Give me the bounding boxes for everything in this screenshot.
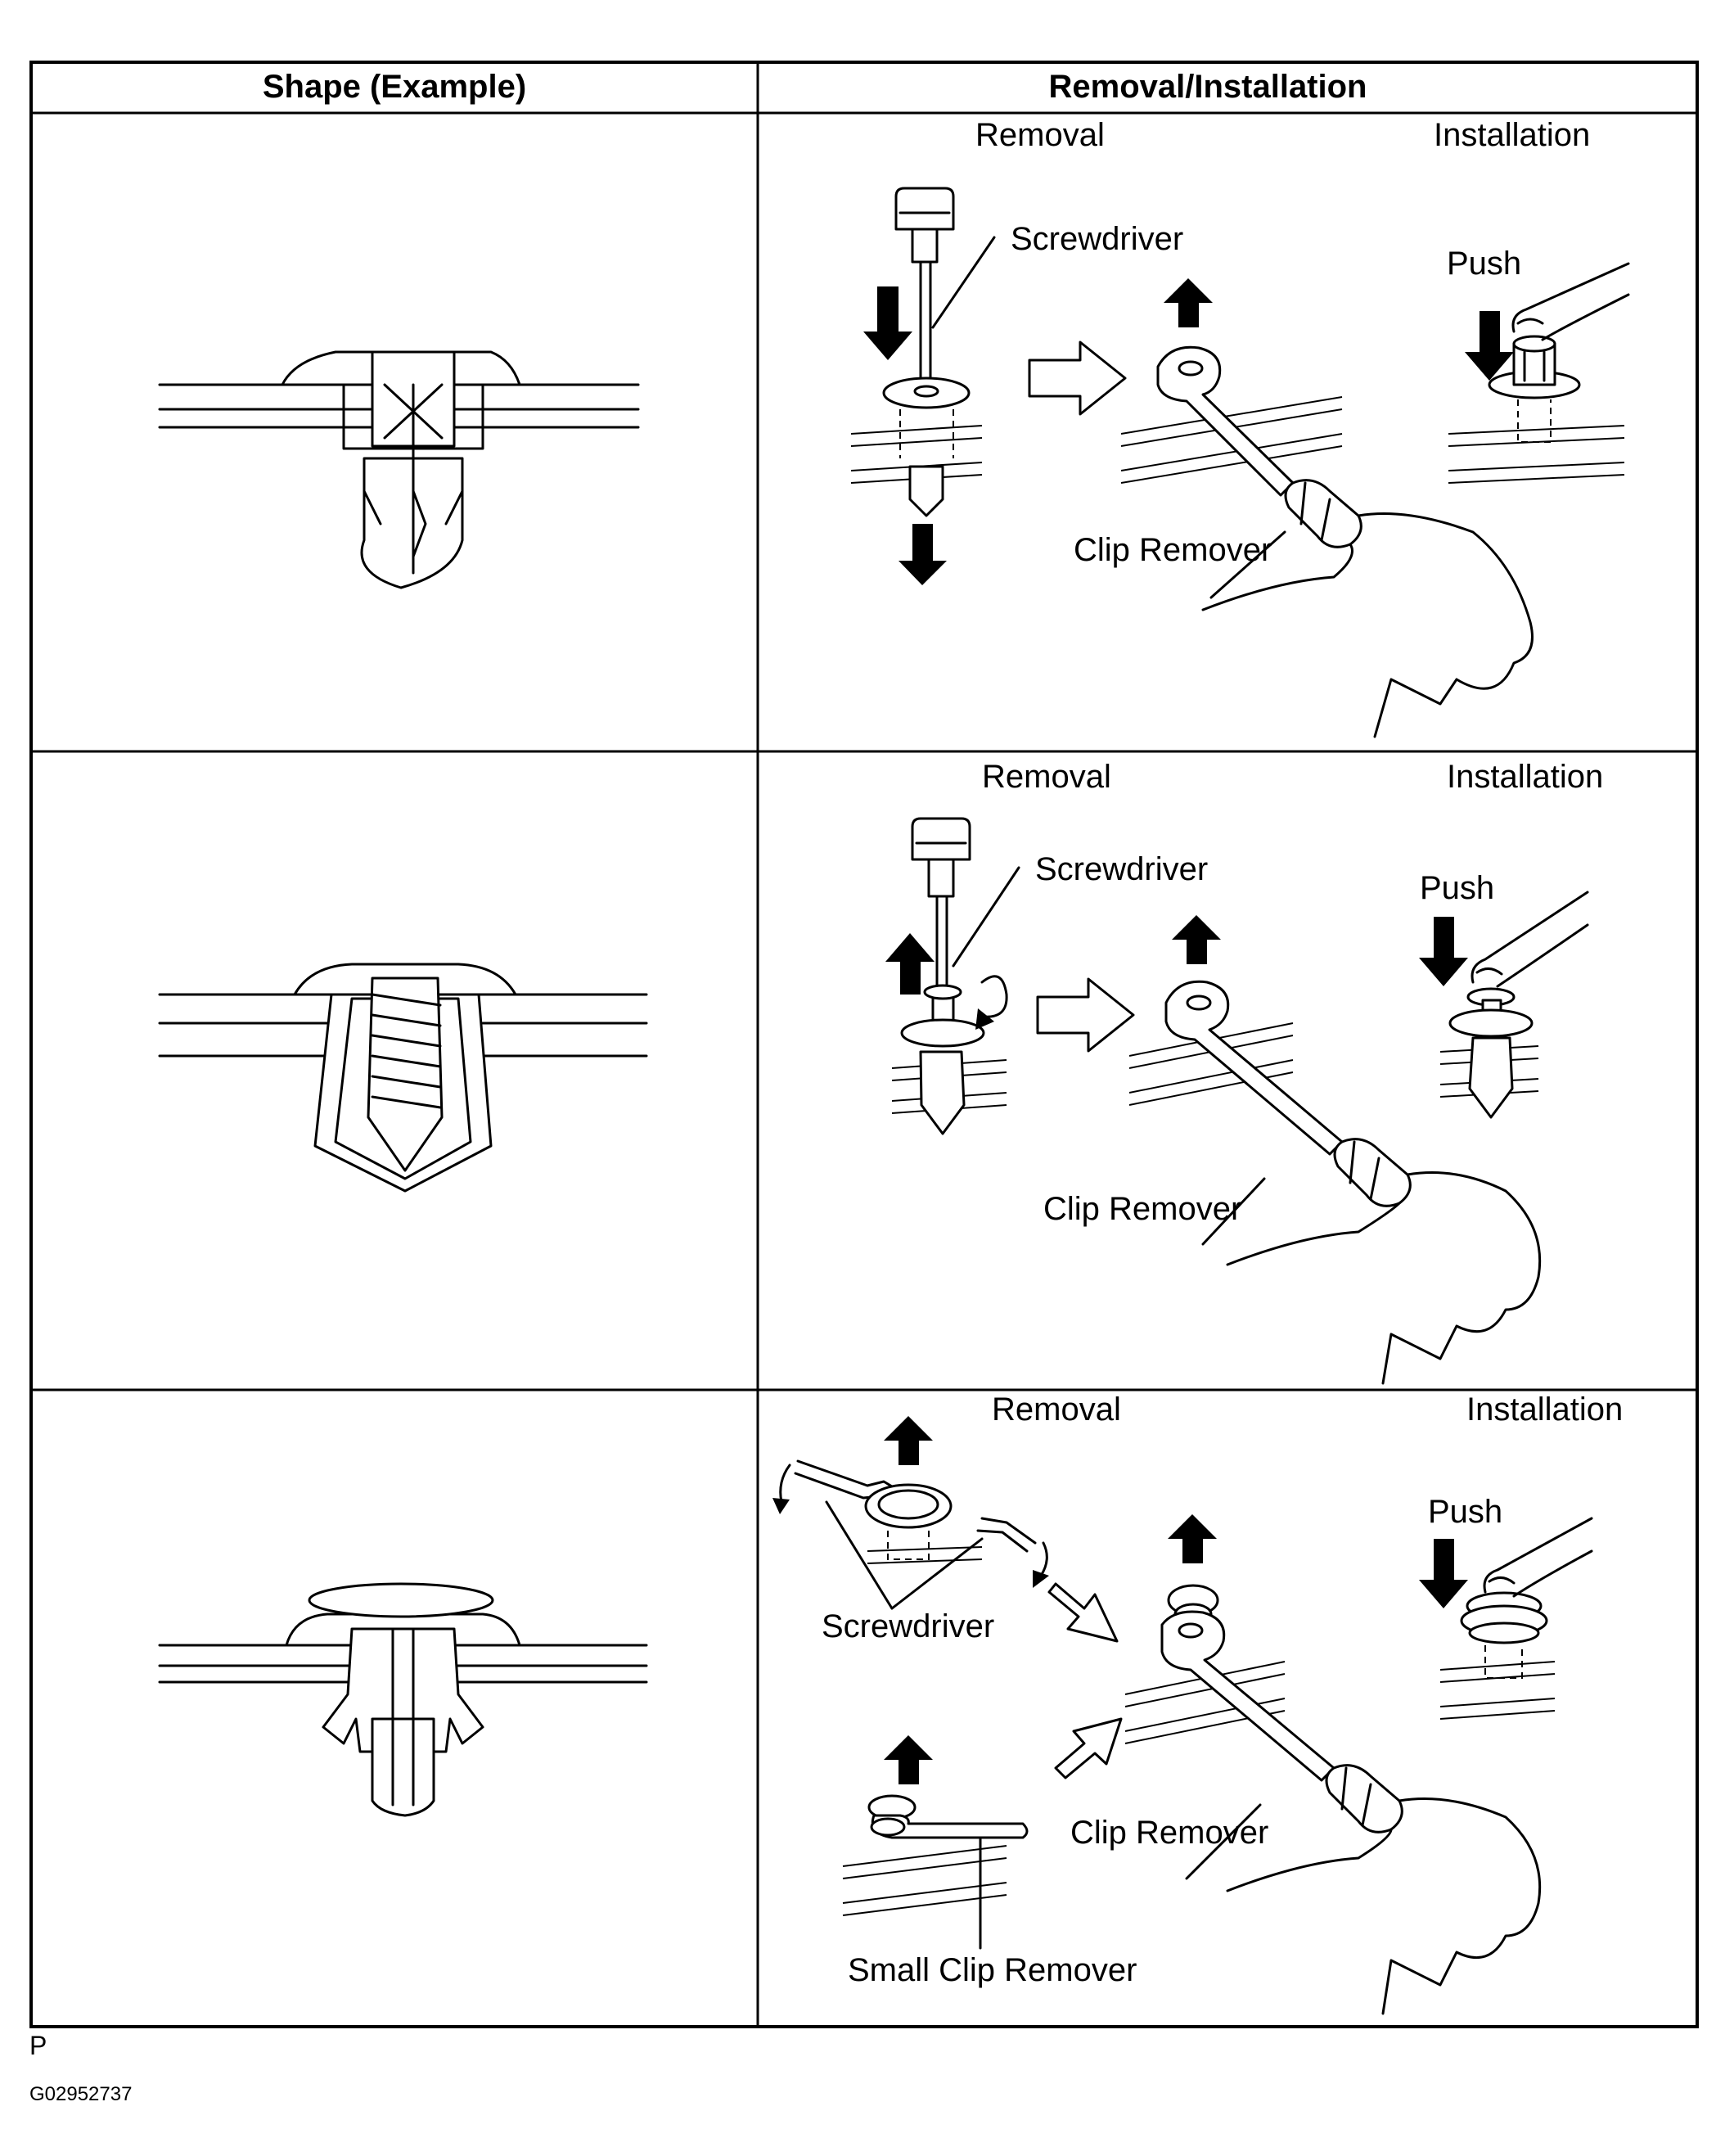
row3-push-label: Push <box>1428 1494 1502 1530</box>
footer-code: G02952737 <box>29 2083 132 2105</box>
row3-removal-step-two-screwdrivers <box>772 1416 1049 1610</box>
row1-clip-remover-label: Clip Remover <box>1074 532 1272 568</box>
clip-shape-1 <box>158 350 640 589</box>
row2-installation-step-push <box>1419 891 1589 1119</box>
row1-removal-step-screwdriver <box>850 187 996 585</box>
row2-removal-step-screwdriver <box>885 817 1020 1135</box>
row3-step-arrow-lower <box>1054 1717 1123 1779</box>
row1-removal-label: Removal <box>975 117 1105 153</box>
row2-removal-step-clip-remover <box>1128 915 1542 1385</box>
row2-push-label: Push <box>1420 870 1494 906</box>
header-shape: Shape (Example) <box>263 69 526 105</box>
row1-step-arrow <box>1028 341 1127 416</box>
row1-installation-label: Installation <box>1434 117 1590 153</box>
row1-removal-step-clip-remover <box>1120 278 1534 738</box>
row2-removal-label: Removal <box>982 759 1111 795</box>
row3-removal-label: Removal <box>992 1391 1121 1428</box>
table-grid <box>29 61 1699 2028</box>
clip-shape-2 <box>158 963 648 1193</box>
row1-installation-step-push <box>1448 262 1630 484</box>
row3-clip-remover-label: Clip Remover <box>1070 1815 1268 1851</box>
row2-clip-remover-label: Clip Remover <box>1043 1191 1241 1227</box>
header-removal-installation: Removal/Installation <box>1049 69 1367 105</box>
row2-screwdriver-label: Screwdriver <box>1035 851 1208 887</box>
footer-letter: P <box>29 2031 47 2060</box>
row3-screwdriver-label: Screwdriver <box>822 1608 994 1644</box>
row1-push-label: Push <box>1447 246 1521 282</box>
row3-removal-step-clip-remover <box>1124 1514 1542 2015</box>
row3-installation-label: Installation <box>1466 1391 1623 1428</box>
row1-screwdriver-label: Screwdriver <box>1011 221 1183 257</box>
row3-small-clip-remover-label: Small Clip Remover <box>848 1952 1137 1988</box>
row3-removal-step-small-clip-remover <box>842 1735 1029 1950</box>
row2-installation-label: Installation <box>1447 759 1603 795</box>
row2-step-arrow <box>1036 977 1135 1053</box>
screw-thread <box>371 993 442 1109</box>
clip-shape-3 <box>158 1582 648 1817</box>
row3-installation-step-push <box>1419 1517 1593 1720</box>
row3-step-arrow-upper <box>1047 1582 1119 1643</box>
